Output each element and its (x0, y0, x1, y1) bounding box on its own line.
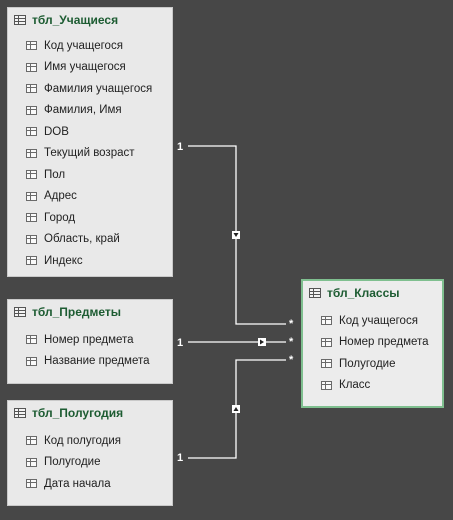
cardinality-one: 1 (177, 337, 184, 349)
table-title: тбл_Учащиеся (32, 13, 119, 27)
field-label: Класс (339, 379, 371, 392)
arrow-down-icon (233, 233, 239, 237)
field-label: Полугодие (339, 357, 396, 370)
field-label: Фамилия, Имя (44, 104, 122, 117)
table-header[interactable]: тбл_Полугодия (8, 401, 172, 425)
field-label: Фамилия учащегося (44, 82, 153, 95)
field-icon (26, 41, 37, 51)
field-icon (26, 84, 37, 94)
cardinality-many: * (289, 318, 294, 330)
table-icon (309, 288, 321, 298)
arrow-up-icon (233, 407, 239, 411)
field-item[interactable]: Код учащегося (8, 35, 172, 57)
cardinality-one: 1 (177, 452, 184, 464)
field-icon (26, 457, 37, 467)
field-icon (26, 62, 37, 72)
field-item[interactable]: Полугодие (8, 452, 172, 474)
cardinality-many: * (289, 354, 294, 366)
table-header[interactable]: тбл_Классы (303, 281, 442, 305)
field-item[interactable]: Название предмета (8, 351, 172, 373)
field-item[interactable]: Адрес (8, 186, 172, 208)
field-item[interactable]: Код полугодия (8, 430, 172, 452)
field-label: Название предмета (44, 355, 150, 368)
field-icon (26, 335, 37, 345)
field-item[interactable]: Полугодие (303, 353, 442, 375)
field-label: Номер предмета (44, 333, 134, 346)
field-label: Дата начала (44, 477, 111, 490)
field-item[interactable]: Фамилия, Имя (8, 100, 172, 122)
table-card-classes[interactable]: тбл_Классы Код учащегося Номер предмета … (301, 279, 444, 408)
field-item[interactable]: Фамилия учащегося (8, 78, 172, 100)
field-item[interactable]: Имя учащегося (8, 57, 172, 79)
field-item[interactable]: Индекс (8, 250, 172, 272)
table-title: тбл_Классы (327, 286, 400, 300)
table-card-subjects[interactable]: тбл_Предметы Номер предмета Название пре… (7, 299, 173, 384)
field-label: Код учащегося (44, 39, 123, 52)
field-item[interactable]: Код учащегося (303, 310, 442, 332)
field-icon (26, 105, 37, 115)
field-label: Код учащегося (339, 314, 418, 327)
field-label: Имя учащегося (44, 61, 126, 74)
field-icon (26, 234, 37, 244)
field-item[interactable]: Класс (303, 375, 442, 397)
field-icon (26, 256, 37, 266)
field-item[interactable]: Текущий возраст (8, 143, 172, 165)
cardinality-one: 1 (177, 141, 184, 153)
field-label: Индекс (44, 254, 83, 267)
field-item[interactable]: DOB (8, 121, 172, 143)
table-title: тбл_Полугодия (32, 406, 124, 420)
field-label: Город (44, 211, 76, 224)
field-icon (26, 148, 37, 158)
field-icon (321, 337, 332, 347)
table-icon (14, 408, 26, 418)
table-icon (14, 15, 26, 25)
field-icon (321, 359, 332, 369)
field-item[interactable]: Номер предмета (8, 329, 172, 351)
field-icon (26, 170, 37, 180)
field-item[interactable]: Номер предмета (303, 332, 442, 354)
field-icon (26, 127, 37, 137)
field-item[interactable]: Пол (8, 164, 172, 186)
field-label: Номер предмета (339, 336, 429, 349)
field-item[interactable]: Дата начала (8, 473, 172, 495)
field-icon (26, 191, 37, 201)
field-item[interactable]: Город (8, 207, 172, 229)
field-label: DOB (44, 125, 69, 138)
table-card-semesters[interactable]: тбл_Полугодия Код полугодия Полугодие Да… (7, 400, 173, 506)
field-icon (26, 436, 37, 446)
table-header[interactable]: тбл_Учащиеся (8, 8, 172, 32)
table-icon (14, 307, 26, 317)
field-label: Пол (44, 168, 66, 181)
field-icon (26, 356, 37, 366)
field-item[interactable]: Область, край (8, 229, 172, 251)
cardinality-many: * (289, 336, 294, 348)
field-label: Адрес (44, 190, 77, 203)
field-label: Текущий возраст (44, 147, 135, 160)
table-card-students[interactable]: тбл_Учащиеся Код учащегося Имя учащегося… (7, 7, 173, 277)
field-icon (26, 213, 37, 223)
field-label: Полугодие (44, 456, 101, 469)
field-label: Область, край (44, 233, 120, 246)
field-icon (321, 380, 332, 390)
table-title: тбл_Предметы (32, 305, 122, 319)
table-header[interactable]: тбл_Предметы (8, 300, 172, 324)
field-label: Код полугодия (44, 434, 122, 447)
field-icon (321, 316, 332, 326)
arrow-right-icon (260, 339, 264, 345)
field-icon (26, 479, 37, 489)
